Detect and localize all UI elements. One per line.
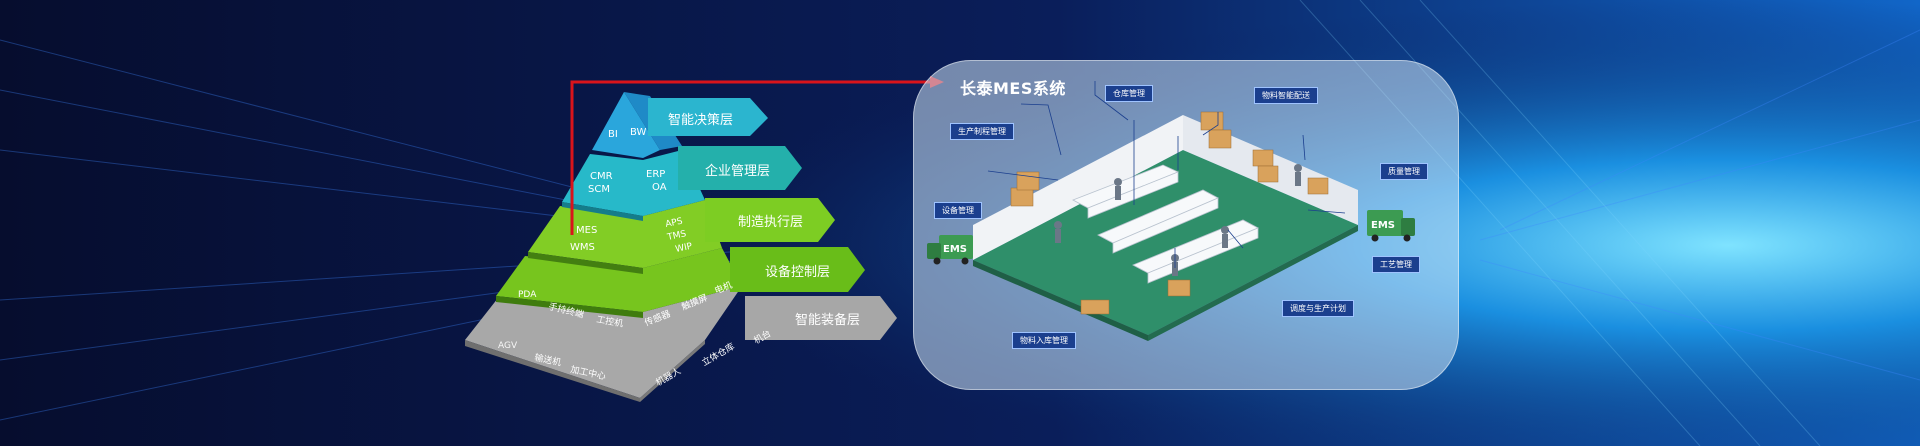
layer-tag-execution	[705, 198, 835, 242]
layer-name-equipment: 智能装备层	[795, 312, 860, 328]
pyramid-layer-device	[496, 248, 742, 318]
item-stereo-warehouse: 立体仓库	[700, 340, 737, 368]
item-cmr: CMR	[590, 171, 613, 182]
layer-name-management: 企业管理层	[705, 163, 770, 179]
item-tms: TMS	[666, 229, 688, 243]
layer-name-decision: 智能决策层	[668, 112, 733, 128]
tag-material-smart-delivery: 物料智能配送	[1254, 87, 1318, 104]
tag-quality-management: 质量管理	[1380, 163, 1428, 180]
item-aps: APS	[665, 216, 684, 229]
item-bw: BW	[630, 127, 647, 138]
tag-production-process-management: 生产制程管理	[950, 123, 1014, 140]
layer-name-device: 设备控制层	[765, 264, 830, 280]
tag-equipment-management: 设备管理	[934, 202, 982, 219]
ems-label-left: EMS	[943, 244, 967, 255]
pyramid-layer-management	[562, 150, 705, 221]
tag-process-management: 工艺管理	[1372, 256, 1420, 273]
factory-illustration: EMS EMS	[927, 81, 1415, 341]
pyramid-layer-execution	[528, 200, 722, 274]
pyramid-layer-equipment	[465, 286, 742, 402]
ems-truck-left	[927, 235, 973, 265]
item-wms: WMS	[570, 242, 595, 253]
mes-panel-title: 长泰MES系统	[960, 79, 1066, 98]
item-oa: OA	[652, 182, 667, 193]
ems-truck-right	[1367, 210, 1415, 242]
layer-tag-device	[730, 247, 865, 292]
item-erp: ERP	[646, 169, 665, 180]
layer-tag-management	[678, 146, 802, 190]
item-wip: WIP	[675, 242, 694, 255]
tag-scheduling-production-plan: 调度与生产计划	[1282, 300, 1354, 317]
layer-name-execution: 制造执行层	[738, 215, 803, 230]
layer-tag-decision	[648, 98, 768, 136]
item-pda: PDA	[518, 290, 537, 300]
tag-material-inbound-management: 物料入库管理	[1012, 332, 1076, 349]
tag-warehouse-management: 仓库管理	[1105, 85, 1153, 102]
item-agv: AGV	[498, 341, 518, 351]
item-scm: SCM	[588, 184, 610, 195]
ems-label-right: EMS	[1371, 220, 1395, 231]
layer-tag-equipment	[745, 296, 897, 340]
item-bi: BI	[608, 129, 618, 140]
item-mes: MES	[576, 225, 597, 236]
